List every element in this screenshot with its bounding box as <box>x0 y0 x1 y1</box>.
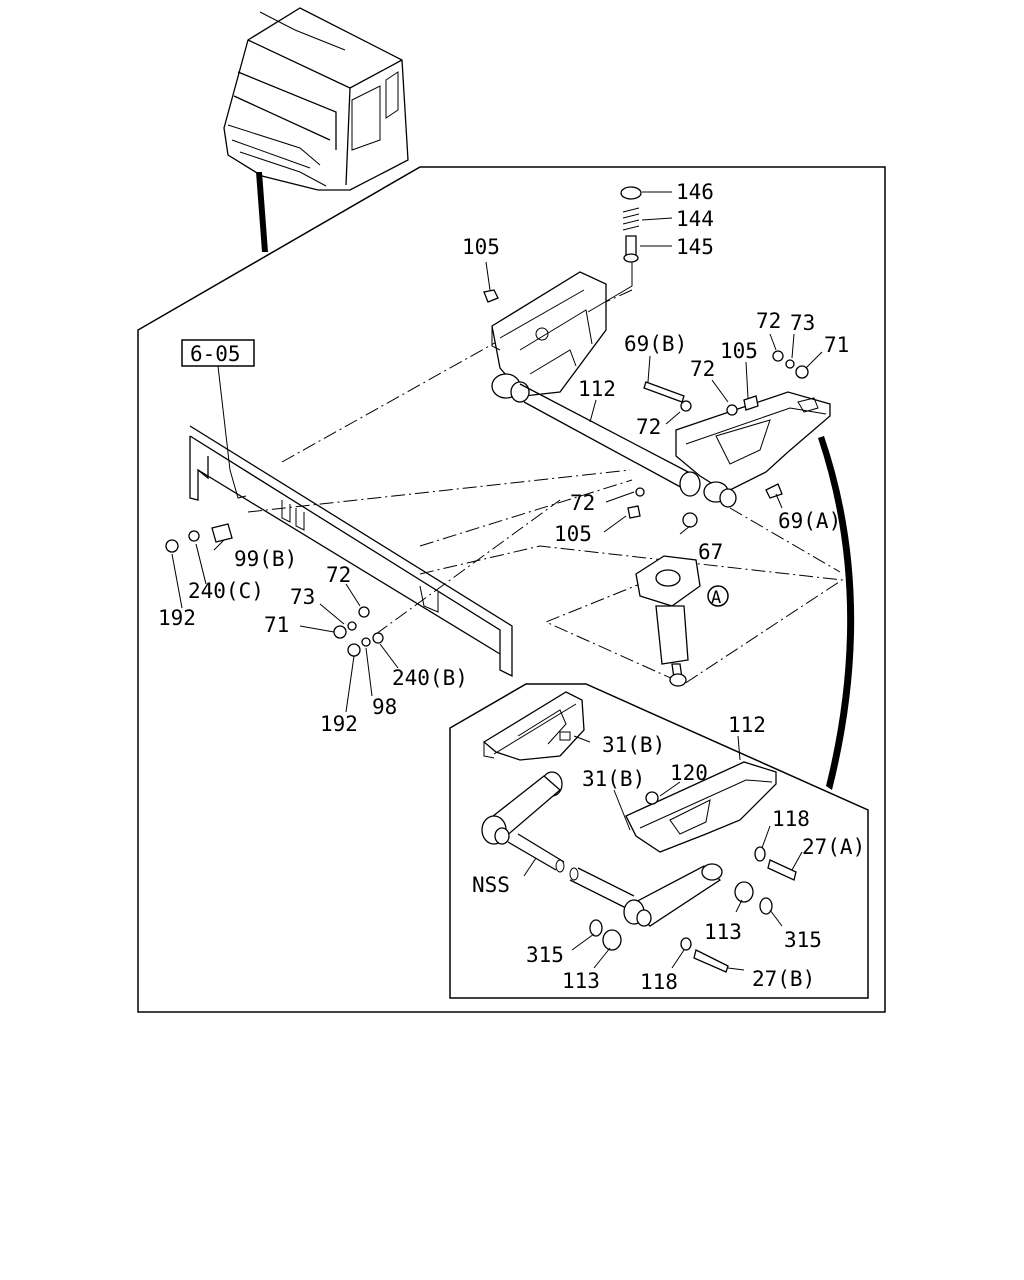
torsion-bar-assembly <box>491 373 701 497</box>
washer-315-left <box>589 919 603 937</box>
callout-72-c: 72 <box>636 415 661 439</box>
detail-arm-left <box>481 771 565 873</box>
washer-240b <box>372 632 384 644</box>
callout-146: 146 <box>676 180 714 204</box>
callout-192-b: 192 <box>320 712 358 736</box>
reference-box: 6-05 <box>181 339 255 367</box>
upper-bracket <box>491 271 607 397</box>
callout-72-b: 72 <box>690 357 715 381</box>
bolt-99b <box>211 523 233 543</box>
callout-73-a: 73 <box>790 311 815 335</box>
callout-98: 98 <box>372 695 397 719</box>
bolt-69b <box>643 381 685 403</box>
callout-112-top: 112 <box>578 377 616 401</box>
washer-72-b <box>726 404 738 416</box>
bolt-105-right <box>743 395 759 411</box>
callout-113-left: 113 <box>562 969 600 993</box>
callout-71-a: 71 <box>824 333 849 357</box>
callout-31b-top: 31(B) <box>602 733 665 757</box>
callout-105-upper: 105 <box>462 235 500 259</box>
callout-31b-middle: 31(B) <box>582 767 645 791</box>
detail-arrow <box>818 436 855 790</box>
washer-240c <box>188 530 200 542</box>
leader-line-4 <box>375 499 561 635</box>
callout-marker-letter: A <box>711 588 721 608</box>
callout-27a: 27(A) <box>802 835 865 859</box>
washer-118-upper <box>754 846 766 862</box>
detail-bracket-left <box>482 691 585 761</box>
bushing-113-right <box>734 881 754 903</box>
callout-192-a: 192 <box>158 606 196 630</box>
callout-112-detail: 112 <box>728 713 766 737</box>
detail-tube <box>569 867 635 909</box>
callout-73-b: 73 <box>290 585 315 609</box>
bolt-146-spring-stack <box>620 186 642 263</box>
callout-315-left: 315 <box>526 943 564 967</box>
callout-118-lower: 118 <box>640 970 678 994</box>
callout-145: 145 <box>676 235 714 259</box>
callout-240c: 240(C) <box>188 579 264 603</box>
leader-line-6 <box>419 479 633 547</box>
washer-72-e <box>358 606 370 618</box>
callout-27b: 27(B) <box>752 967 815 991</box>
detail-arm-right <box>623 863 723 927</box>
callout-nss: NSS <box>472 873 510 897</box>
right-bracket <box>675 391 831 508</box>
callout-144: 144 <box>676 207 714 231</box>
washer-72-a <box>680 400 692 412</box>
main-frame-outline <box>137 166 886 1013</box>
bolt-105-upper <box>483 289 499 303</box>
washer-73-a <box>785 359 795 369</box>
callout-leaders <box>171 191 823 971</box>
reference-box-label: 6-05 <box>190 342 241 366</box>
callout-69a: 69(A) <box>778 509 841 533</box>
leader-line-5 <box>419 545 844 685</box>
washer-72-c <box>772 350 784 362</box>
callout-105-lower: 105 <box>554 522 592 546</box>
washer-118-lower <box>680 937 692 951</box>
frame-rail <box>189 425 513 678</box>
detail-bracket-right <box>625 761 777 853</box>
leader-line-1 <box>281 339 501 463</box>
callout-69b: 69(B) <box>624 332 687 356</box>
nut-192-b <box>347 643 361 657</box>
callout-72-a: 72 <box>756 309 781 333</box>
bushing-113-left <box>602 929 622 951</box>
callout-72-e: 72 <box>326 563 351 587</box>
callout-72-d: 72 <box>570 491 595 515</box>
bolt-69a <box>765 483 783 499</box>
washer-72-d <box>635 487 645 497</box>
washer-315-right <box>759 897 773 915</box>
callout-113-right: 113 <box>704 920 742 944</box>
bolt-105-lower <box>627 505 641 519</box>
cab-illustration <box>223 7 409 191</box>
nut-192-a <box>165 539 179 553</box>
callout-99b: 99(B) <box>234 547 297 571</box>
nut-71-a <box>795 365 809 379</box>
detail-inset-frame <box>449 683 869 999</box>
leader-line-3 <box>247 469 631 513</box>
callout-67: 67 <box>698 540 723 564</box>
callout-marker-circle <box>707 585 729 607</box>
bolt-27b <box>693 949 729 973</box>
cab-arrow <box>256 172 268 252</box>
callout-105-right: 105 <box>720 339 758 363</box>
callout-240b: 240(B) <box>392 666 468 690</box>
nut-71-b <box>333 625 347 639</box>
callout-120: 120 <box>670 761 708 785</box>
nut-67 <box>682 512 698 528</box>
callout-71-b: 71 <box>264 613 289 637</box>
bolt-27a <box>767 859 797 881</box>
washer-73-b <box>347 621 357 631</box>
washer-98 <box>361 637 371 647</box>
callout-118-upper: 118 <box>772 807 810 831</box>
callout-315-right: 315 <box>784 928 822 952</box>
shock-absorber <box>635 555 701 687</box>
leader-line-7 <box>729 507 841 573</box>
